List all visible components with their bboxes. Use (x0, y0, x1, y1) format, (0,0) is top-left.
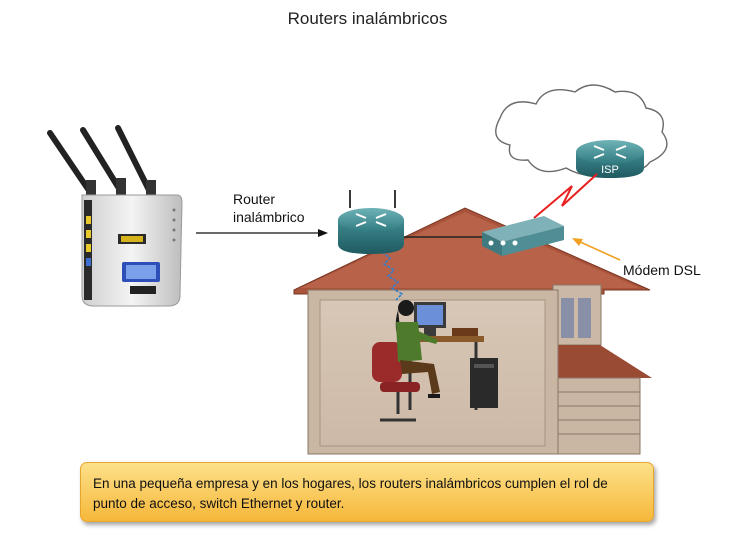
wireless-router-device-icon (47, 125, 183, 307)
router-label-line2: inalámbrico (233, 209, 305, 225)
modem-label: Módem DSL (623, 262, 701, 278)
router-label-line1: Router (233, 191, 276, 207)
person-at-computer-icon (372, 300, 498, 422)
isp-router-icon (576, 140, 644, 178)
wireless-link (381, 251, 404, 301)
wan-link (533, 173, 598, 219)
router-label: Router inalámbrico (233, 190, 305, 226)
page-title: Routers inalámbricos (287, 9, 448, 28)
isp-label: ISP (601, 164, 619, 176)
caption-box: En una pequeña empresa y en los hogares,… (80, 462, 654, 522)
router-label-arrow (196, 229, 328, 237)
modem-label-arrow (572, 238, 621, 261)
dsl-modem-icon (482, 216, 564, 256)
router-icon (338, 190, 404, 254)
